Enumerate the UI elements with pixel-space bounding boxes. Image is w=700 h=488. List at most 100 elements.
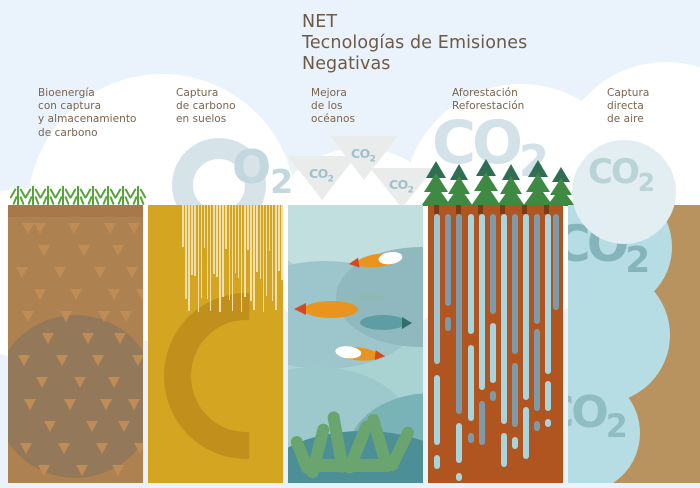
soil-triangle bbox=[86, 421, 98, 432]
soil-triangle bbox=[128, 223, 140, 234]
crop-plant-group bbox=[8, 185, 147, 206]
crop-plant bbox=[114, 185, 132, 206]
tree-root bbox=[523, 214, 529, 400]
soil-triangle bbox=[96, 443, 108, 454]
soil-triangle bbox=[56, 355, 68, 366]
soil-triangle bbox=[74, 377, 86, 388]
tree-root bbox=[479, 214, 485, 390]
tree-root bbox=[534, 421, 540, 431]
soil-root-line bbox=[281, 205, 283, 280]
soil-root-line bbox=[231, 205, 234, 311]
soil-root-line bbox=[203, 205, 206, 248]
soil-triangle bbox=[58, 443, 70, 454]
tree-root bbox=[512, 363, 518, 427]
soil-root-line bbox=[271, 205, 274, 301]
soil-root-line bbox=[278, 205, 280, 271]
crop-plant bbox=[69, 185, 87, 206]
tree-root bbox=[468, 214, 474, 334]
crop-plant bbox=[84, 185, 102, 206]
soil-triangle bbox=[92, 355, 104, 366]
soil-triangle bbox=[22, 223, 34, 234]
soil-triangle bbox=[60, 311, 72, 322]
soil-triangle bbox=[100, 399, 112, 410]
soil-root-line bbox=[209, 205, 212, 311]
soil-triangle bbox=[16, 267, 28, 278]
soil-triangle bbox=[44, 421, 56, 432]
soil-triangle bbox=[104, 223, 116, 234]
soil-surface bbox=[8, 205, 143, 217]
column-label-captura-aire: Captura directa de aire bbox=[607, 87, 650, 126]
soil-triangle bbox=[98, 311, 110, 322]
soil-root-line bbox=[182, 205, 184, 247]
tree-root bbox=[512, 214, 518, 354]
soil-root-line bbox=[262, 205, 265, 312]
tree-root bbox=[553, 214, 559, 310]
tree-trunk-row bbox=[428, 205, 563, 214]
soil-triangle bbox=[34, 289, 46, 300]
panel-captura-suelos bbox=[148, 205, 283, 483]
soil-triangle bbox=[76, 465, 88, 476]
soil-triangle bbox=[114, 333, 126, 344]
soil-triangle bbox=[34, 223, 46, 234]
tree-root bbox=[501, 433, 507, 467]
tree-root bbox=[545, 419, 551, 427]
soil-root-line bbox=[206, 205, 209, 299]
soil-triangle bbox=[20, 443, 32, 454]
soil-triangle bbox=[108, 377, 120, 388]
soil-root-line bbox=[237, 205, 240, 278]
soil-root-line bbox=[222, 205, 224, 297]
tree-root bbox=[545, 214, 551, 374]
soil-triangle bbox=[108, 289, 120, 300]
soil-root-line bbox=[265, 205, 268, 296]
tree-trunk bbox=[478, 205, 483, 214]
tree-trunk bbox=[522, 205, 527, 214]
soil-triangle bbox=[64, 399, 76, 410]
soil-triangle bbox=[126, 267, 138, 278]
column-label-aforestacion: Aforestación Reforestación bbox=[452, 87, 525, 113]
page-title: NET Tecnologías de Emisiones Negativas bbox=[302, 12, 528, 74]
soil-triangle bbox=[120, 311, 132, 322]
soil-root-line bbox=[200, 205, 203, 298]
column-label-oceanos: Mejora de los océanos bbox=[311, 87, 355, 126]
kelp-stalk bbox=[308, 459, 388, 472]
tree-trunk bbox=[434, 205, 439, 214]
soil-root-line bbox=[268, 205, 271, 251]
crop-plant bbox=[54, 185, 72, 206]
soil-root-line bbox=[234, 205, 237, 273]
soil-root-line bbox=[244, 205, 246, 297]
soil-root-line bbox=[225, 205, 227, 249]
soil-root-line bbox=[216, 205, 218, 277]
forest-tree-group bbox=[421, 159, 575, 206]
soil-root-line bbox=[240, 205, 243, 312]
tree-root bbox=[512, 437, 518, 449]
soil-root-line bbox=[259, 205, 262, 279]
co2-watermark-text-col5-c: CO2 bbox=[568, 387, 628, 445]
co2-watermark-text-col2: O2 bbox=[232, 140, 293, 202]
soil-triangle bbox=[54, 267, 66, 278]
tree-root bbox=[456, 423, 462, 463]
soil-triangle bbox=[38, 245, 50, 256]
tree-root bbox=[434, 214, 440, 364]
soil-triangle bbox=[22, 311, 34, 322]
co2-bubble-top bbox=[572, 140, 676, 244]
soil-root-line bbox=[191, 205, 193, 275]
tree-root bbox=[534, 329, 540, 411]
panel-captura-aire: CO2 CO2 bbox=[568, 205, 700, 483]
tree-root bbox=[434, 375, 440, 445]
tree-root bbox=[534, 214, 540, 324]
crop-plant bbox=[129, 185, 147, 206]
letter-c-watermark bbox=[164, 293, 250, 459]
soil-root-line bbox=[213, 205, 215, 274]
soil-root-line bbox=[250, 205, 252, 301]
tree-root bbox=[523, 407, 529, 459]
soil-triangle bbox=[68, 223, 80, 234]
soil-triangle bbox=[134, 443, 143, 454]
soil-root-line bbox=[253, 205, 255, 310]
tree-root bbox=[468, 433, 474, 443]
crop-plant bbox=[24, 185, 42, 206]
tree-root bbox=[490, 214, 496, 314]
soil-triangle bbox=[94, 267, 106, 278]
soil-root-line bbox=[219, 205, 221, 312]
tree-root bbox=[434, 455, 440, 469]
